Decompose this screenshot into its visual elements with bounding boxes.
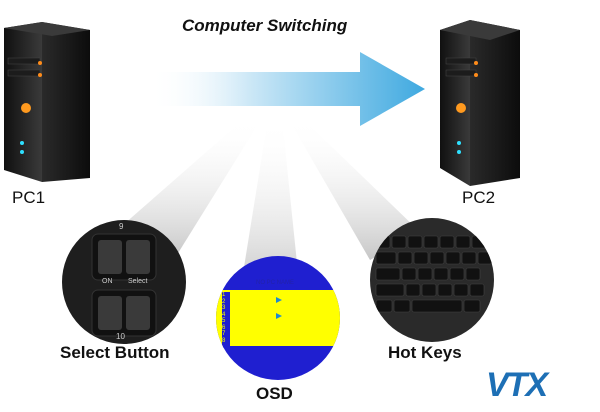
keyboard-image [370,218,494,342]
osd-row-number: 2 [222,298,226,305]
button-number-bottom: 10 [116,332,125,341]
osd-label: OSD [256,384,293,403]
osd-row-number: 5 [222,318,226,324]
select-button-image: 9 ON Select 10 [62,220,186,344]
button-number-top: 9 [119,222,124,231]
pc1-tower-icon [4,22,90,182]
diagram-title: Computer Switching [182,16,348,35]
osd-header: NO PC NAME [256,280,295,286]
select-button-label: Select Button [60,343,170,362]
osd-row-number: 4 [222,311,226,318]
osd-number-column: 1 2 3 4 5 6 7 8 [222,292,230,348]
osd-row-number: 6 [222,324,226,331]
osd-row-number: 8 [222,337,226,344]
vtx-logo: VTX [486,366,548,404]
osd-screen-image: NO PC NAME 1 2 3 4 5 6 7 8 [216,256,340,380]
light-beams [115,118,420,292]
switching-arrow [150,52,425,126]
on-label: ON [102,278,113,285]
osd-row-number: 7 [222,331,226,337]
select-button-panel [91,233,157,337]
pc1-label: PC1 [12,188,46,207]
keyboard-keys-icon [375,235,493,313]
pc2-tower-icon [440,20,520,186]
osd-row-number: 1 [222,292,226,298]
osd-row-number: 3 [222,305,226,311]
osd-pointer-icons [276,297,282,319]
hot-keys-label: Hot Keys [388,343,462,362]
select-label: Select [128,278,148,285]
pc2-label: PC2 [462,188,496,207]
